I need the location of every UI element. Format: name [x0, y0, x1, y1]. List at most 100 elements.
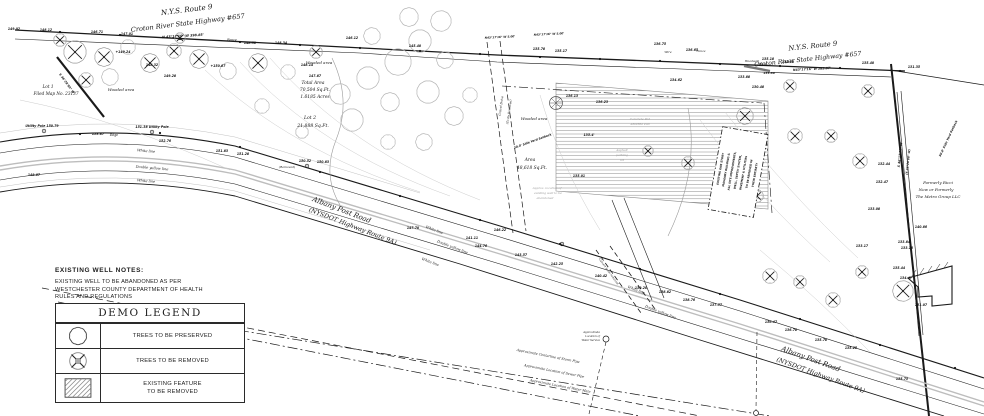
- annotation-label: Approximate: [582, 330, 600, 334]
- annotation-label: 133.88: [738, 75, 751, 79]
- hatch-tick: [927, 265, 933, 273]
- annotation-label: (To Be Removed): [505, 99, 512, 124]
- annotation-label: 147.01: [121, 32, 133, 36]
- annotation-label: 30.0' Side Yard Setback: [938, 119, 959, 158]
- annotation-label: 146.12: [346, 36, 359, 40]
- tree-trunk-dot: [149, 62, 151, 64]
- annotation-label: lot: [620, 158, 625, 162]
- annotation-label: White line: [137, 178, 155, 184]
- annotation-label: 152.76: [159, 139, 172, 143]
- contour-line: [19, 99, 231, 171]
- gravel-drive-edge: [623, 197, 665, 299]
- tree-removed-symbol: [855, 265, 869, 279]
- annotation-label: N 43°17'10" W 398.85': [162, 33, 204, 40]
- demo-legend-title: DEMO LEGEND: [56, 304, 244, 323]
- annotation-label: Area: [524, 158, 536, 163]
- road-yellow-line: [0, 156, 984, 403]
- demo-callout-text: ALL SITE IMPROVEMENTS,: [726, 151, 737, 190]
- tree-preserved-symbol: [380, 92, 400, 112]
- leader-line: [755, 331, 758, 411]
- annotation-label: Approximate Centerline of Storm Pipe: [515, 348, 580, 364]
- tree-preserved-symbol: [356, 66, 380, 90]
- annotation-label: 136.78: [785, 328, 798, 332]
- annotation-label: N43°17'16" W 5.00': [485, 34, 516, 40]
- annotation-label: abandoned: [537, 196, 554, 200]
- demo-callout-text: WELL, SEPTIC SYSTEM,: [733, 154, 743, 189]
- leader-circle: [602, 335, 610, 343]
- annotation-label: 143.57: [515, 253, 528, 257]
- annotation-label: White line: [425, 225, 443, 235]
- annotation-label: 135.01: [573, 174, 585, 178]
- survey-marker: [478, 52, 482, 56]
- survey-marker: [478, 218, 482, 222]
- survey-marker: [238, 40, 242, 44]
- tree-removed-symbol: [793, 275, 807, 289]
- utility-pole-icon: [304, 163, 310, 169]
- tree-preserved-symbol: [462, 87, 478, 103]
- legend-hatch-line: [65, 378, 73, 387]
- tree-removed-symbol: [681, 156, 695, 170]
- tree-trunk-dot: [744, 115, 746, 117]
- annotation-label: Formerly Ricci: [922, 180, 954, 185]
- leader-circle: [753, 410, 759, 416]
- tree-preserved-symbol: [254, 98, 270, 114]
- survey-marker: [838, 66, 842, 70]
- tree-removed-symbol: [861, 84, 875, 98]
- headwall-symbol: [743, 64, 771, 73]
- annotation-label: 141.11: [466, 236, 478, 240]
- tree-removed-symbol: [53, 33, 67, 47]
- annotation-label: Now or Formerly: [918, 187, 954, 192]
- legend-label: TREES TO BE REMOVED: [136, 357, 209, 364]
- annotation-label: 149.28: [164, 74, 177, 78]
- annotation-label: 133.18: [901, 246, 914, 250]
- annotation-label: +150.87: [211, 64, 227, 68]
- annotation-label: 133.17: [856, 244, 869, 248]
- annotation-label: 135.78: [533, 47, 546, 51]
- annotation-label: Double yellow line: [435, 239, 468, 255]
- annotation-label: The Metro Group LLC: [916, 194, 961, 199]
- hatch-tick: [911, 269, 917, 277]
- tree-trunk-dot: [859, 160, 861, 162]
- annotation-label: Double yellow line: [135, 164, 169, 171]
- row-extension: [889, 69, 984, 86]
- survey-marker: [158, 131, 162, 135]
- tree-removed-symbol: [166, 43, 182, 59]
- annotation-label: 138.76: [683, 298, 696, 302]
- gravel-drive-edge: [611, 199, 653, 301]
- tree-trunk-dot: [769, 275, 771, 277]
- tree-removed-symbol: [892, 280, 914, 302]
- annotation-label: Gravel Drive: [498, 96, 505, 116]
- legend-tree-removed-glyph: [69, 352, 87, 370]
- legend-row-trees-removed: TREES TO BE REMOVED: [56, 348, 244, 373]
- pipe-line: [149, 315, 771, 416]
- annotation-label: Concrete Pad: [630, 117, 651, 121]
- wall-line: [896, 91, 920, 337]
- annotation-label: White line: [137, 148, 155, 154]
- east-boundary: [890, 63, 930, 416]
- annotation-label: Wooded area: [521, 116, 548, 121]
- hatch-tick: [943, 261, 949, 269]
- annotation-label: N.Y.S. Route 9: [787, 39, 838, 52]
- tree-preserved-symbol: [415, 133, 433, 151]
- survey-marker: [358, 46, 362, 50]
- tree-removed-symbol: [787, 128, 803, 144]
- survey-marker: [658, 59, 662, 63]
- annotation-label: (S 46°20'00" W): [905, 148, 912, 175]
- driveway-edge: [499, 40, 527, 232]
- annotation-label: Fence: [756, 62, 766, 66]
- tree-preserved-symbol: [329, 83, 351, 105]
- legend-label: TREES TO BE PRESERVED: [132, 332, 213, 339]
- tree-removed-symbol: [94, 47, 114, 67]
- annotation-label: N43°17'16" W 5.00': [534, 31, 565, 37]
- annotation-label: Asphalt: [615, 148, 628, 152]
- tree-preserved-symbol: [363, 27, 381, 45]
- annotation-label: 70,504 Sq.Ft.: [300, 88, 330, 93]
- annotation-label: 144.76: [475, 244, 488, 248]
- legend-label: EXISTING FEATURE TO BE REMOVED: [143, 381, 202, 396]
- tree-preserved-symbol: [384, 48, 412, 76]
- annotation-label: Filed Map No. 23137: [33, 91, 79, 96]
- annotation-label: 133.08: [868, 207, 881, 211]
- tree-removed-symbol: [736, 107, 754, 125]
